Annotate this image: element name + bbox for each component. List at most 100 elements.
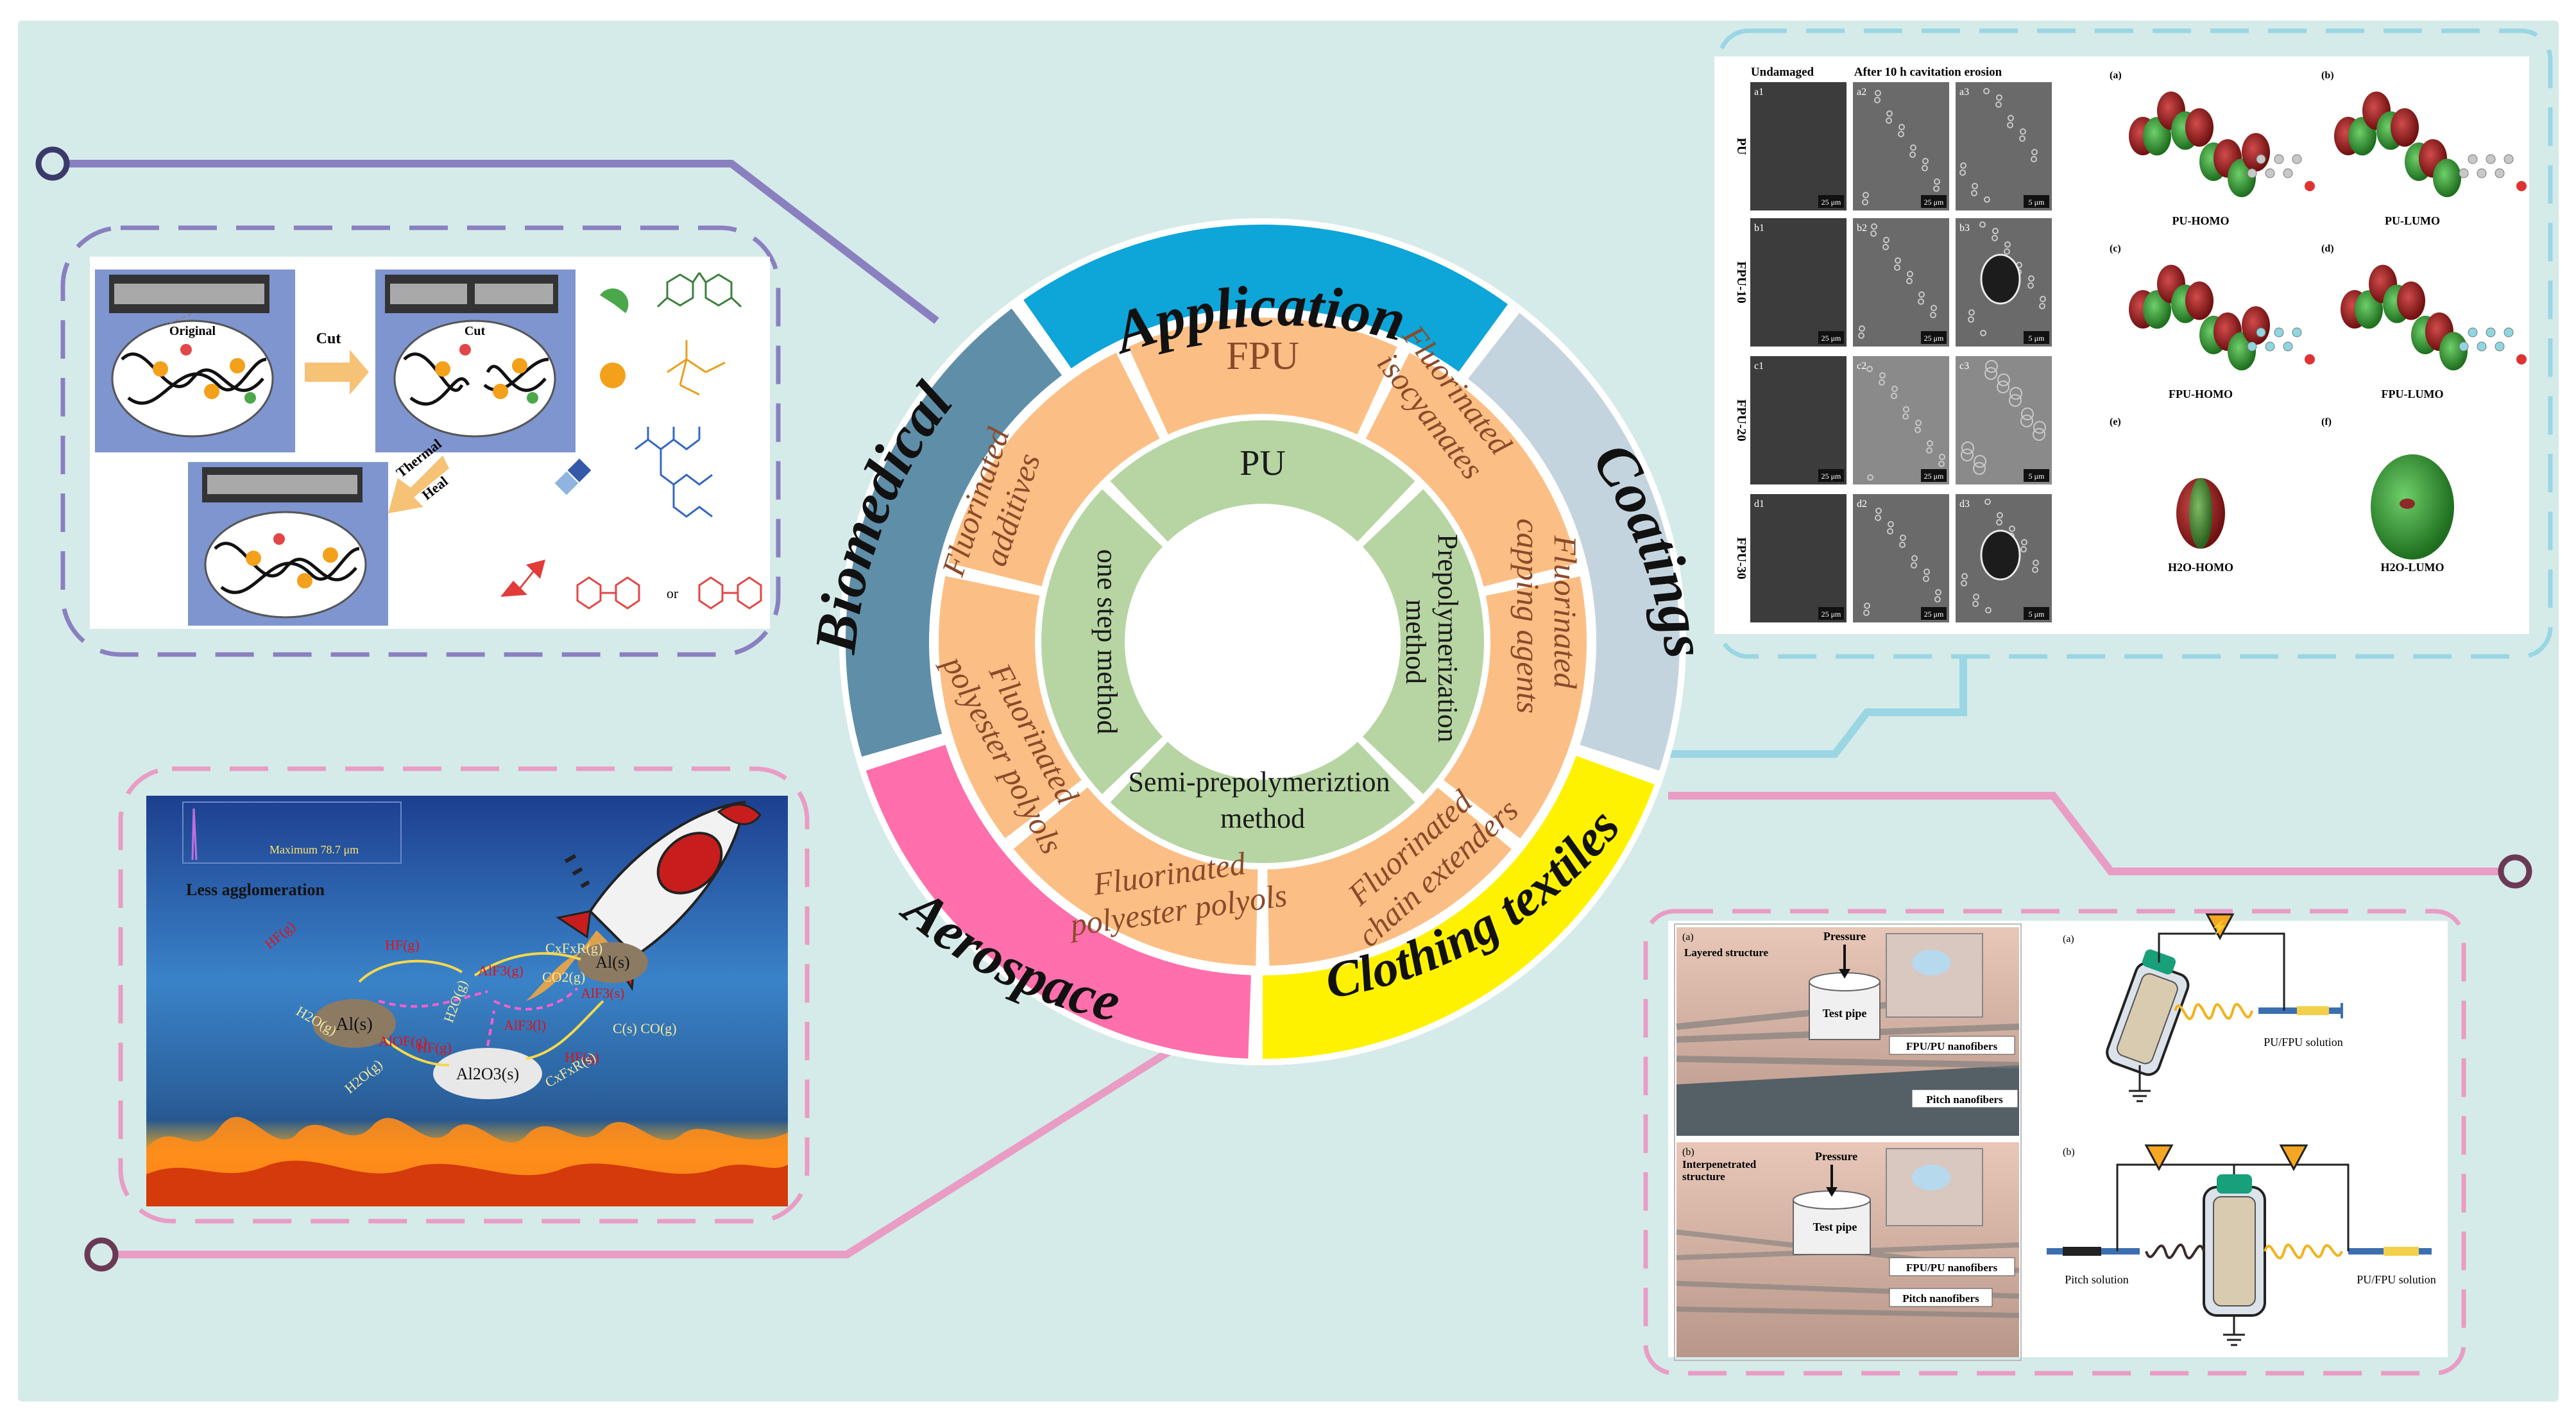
sem-texture-0-1-7: [1874, 97, 1881, 103]
sem-texture-3-1-5: [1935, 589, 1941, 595]
sem-texture-3-2-9: [1984, 499, 1991, 505]
cfr-top-label: CxFxR(g): [545, 940, 602, 956]
svg-text:⚡: ⚡: [2211, 919, 2228, 936]
orbital-atom-1-5: [2503, 154, 2514, 164]
sem-texture-1-2-5: [2040, 296, 2046, 302]
sem-texture-1-2-12: [2039, 303, 2045, 309]
cyan-connector: [1668, 656, 1967, 758]
prepolymerization-line-2: method: [1400, 599, 1431, 684]
cut-network: [393, 320, 556, 438]
sem-texture-3-1-12: [1934, 596, 1941, 603]
orange-node-icon: [600, 363, 626, 388]
pressure-label-bottom: Pressure: [1815, 1150, 1857, 1163]
sem-cell-label-3-0: d1: [1754, 499, 1764, 510]
alof-label: AlOF(g): [379, 1033, 427, 1049]
fpu-pu-nanofibers-label-top: FPU/PU nanofibers: [1906, 1040, 1998, 1052]
al2o3-particle: [433, 1048, 542, 1099]
orbital-shape-4: [2176, 478, 2225, 549]
aerospace-segment: [866, 744, 1251, 1059]
orbital-atom-2-5: [2292, 327, 2302, 338]
al-particle-left: [312, 999, 396, 1048]
original-sample: [114, 284, 264, 304]
cut-green-node: [527, 392, 538, 404]
coatings-panel-frame: [1717, 28, 2553, 659]
sem-texture-3-1-10: [1887, 528, 1893, 535]
alf3-l-label: AlF3(l): [504, 1017, 546, 1033]
row-label-1: FPU-10: [1734, 261, 1748, 304]
orbital-name-4: H2O-HOMO: [2168, 561, 2233, 574]
middle-segment-6: [939, 576, 1082, 839]
application-segment: [1023, 225, 1508, 372]
biomedical-panel-frame: [60, 225, 781, 657]
sem-texture-0-2-12: [2031, 156, 2037, 162]
sem-texture-1-1-11: [1894, 264, 1900, 271]
cut-arrow: [305, 350, 369, 395]
original-red-node: [180, 344, 192, 356]
orbital-lobe-0-8: [2242, 133, 2270, 172]
sem-texture-0-1-3: [1863, 192, 1869, 198]
orbital-name-0: PU-HOMO: [2172, 214, 2230, 227]
scale-bar-label-1-1: 25 μm: [1924, 334, 1944, 343]
sem-texture-1-1-12: [1918, 298, 1924, 305]
sem-texture-1-1-4: [1895, 257, 1901, 264]
sem-texture-0-2-6: [1972, 183, 1978, 189]
al-particle-right: [577, 942, 648, 983]
sem-texture-3-2-0: [2021, 539, 2027, 545]
sem-cell-2-1: [1853, 356, 1949, 484]
orbital-atom-0-5: [2292, 154, 2302, 164]
light-blue-block-icon: [554, 471, 579, 495]
healed-red-node: [273, 533, 285, 545]
scale-bar-label-0-1: 25 μm: [1924, 198, 1944, 207]
orbital-lobe-3-7: [2439, 332, 2468, 371]
orbital-atom-2-1: [2256, 327, 2266, 338]
orbital-shape-2: [2129, 264, 2315, 371]
cs-co-label: C(s) CO(g): [613, 1020, 677, 1036]
scale-bar-label-1-2: 5 μm: [2029, 334, 2045, 343]
pink-connector-right-end: [2498, 854, 2532, 889]
zoom-inset-top: [1886, 933, 1983, 1018]
fpu-label: FPU: [1226, 334, 1299, 378]
scale-bar-bg-2-1: [1921, 469, 1947, 482]
nanofiber-figure: [1674, 923, 2022, 1361]
sem-texture-3-2-1: [1961, 573, 1968, 579]
original-label: Original: [169, 324, 216, 338]
sem-cell-0-2: [1956, 82, 2052, 210]
sem-cell-0-1: [1853, 82, 1949, 210]
healed-node-1: [246, 551, 261, 566]
sem-texture-3-1-3: [1888, 521, 1894, 527]
sem-texture-2-2-2: [1974, 455, 1986, 468]
interpenetrated-structure-label: Interpenetrated structure: [1682, 1158, 1757, 1183]
orbital-atom-3-3: [2486, 327, 2496, 338]
sem-texture-1-2-0: [2004, 241, 2011, 248]
sem-texture-2-1-0: [1891, 386, 1898, 392]
prepolymerization-method-label: Prepolymerization method: [1400, 534, 1463, 750]
sem-texture-3-1-7: [1899, 542, 1906, 548]
hf-bottom-label: HF(g): [417, 1040, 452, 1056]
orbital-atom-2-3: [2274, 327, 2284, 338]
scale-bar-bg-2-0: [1818, 469, 1844, 482]
orbital-name-3: FPU-LUMO: [2382, 388, 2444, 400]
cut-sample-left: [390, 284, 467, 304]
sem-texture-3-2-2: [1985, 607, 1992, 613]
orbital-tag-0: (a): [2110, 70, 2122, 81]
sem-texture-2-1-8: [1915, 427, 1921, 433]
sem-texture-3-1-4: [1911, 555, 1918, 561]
cut-red-node: [459, 344, 471, 356]
scale-bar-label-0-0: 25 μm: [1821, 198, 1841, 207]
orbital-name-5: H2O-LUMO: [2381, 561, 2444, 574]
inner-segment-3: [1110, 741, 1415, 863]
biomedical-segment: [846, 308, 1062, 757]
sem-texture-0-2-4: [2008, 115, 2014, 121]
pu-label-line: PU: [1240, 443, 1286, 483]
sem-pit-1: [1980, 253, 2021, 305]
sem-texture-1-1-13: [1858, 332, 1864, 339]
amide-structure: [635, 427, 713, 518]
fiber-label-box-3: [1889, 1257, 2015, 1276]
pressure-label-top: Pressure: [1823, 930, 1866, 943]
h2o-lumo-core: [2400, 499, 2415, 509]
sem-texture-1-1-1: [1907, 271, 1913, 277]
orbital-lobe-2-4: [2185, 281, 2213, 320]
layered-tag: (a): [1682, 932, 1694, 943]
orbital-oxygen-0: [2305, 181, 2315, 191]
orbital-name-1: PU-LUMO: [2385, 214, 2440, 227]
